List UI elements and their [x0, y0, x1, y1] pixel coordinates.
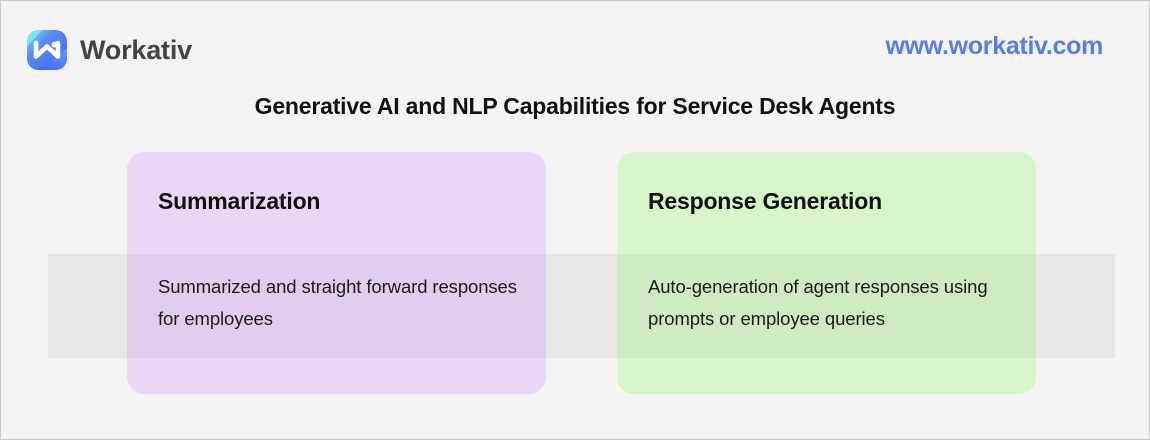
card-title-response-generation: Response Generation: [648, 188, 882, 214]
workativ-logo-icon: [27, 30, 67, 70]
site-url[interactable]: www.workativ.com: [885, 32, 1104, 60]
page-title: Generative AI and NLP Capabilities for S…: [254, 93, 896, 119]
brand-lockup: Workativ: [27, 30, 192, 70]
card-body-summarization: Summarized and straight forward response…: [158, 276, 517, 329]
background-band: [48, 254, 1115, 358]
card-title-summarization: Summarization: [158, 188, 321, 214]
card-body-response-generation: Auto-generation of agent responses using…: [648, 276, 988, 329]
card-response-generation: Response Generation Auto-generation of a…: [617, 152, 1036, 394]
brand-name: Workativ: [80, 34, 192, 65]
card-summarization: Summarization Summarized and straight fo…: [127, 152, 546, 394]
